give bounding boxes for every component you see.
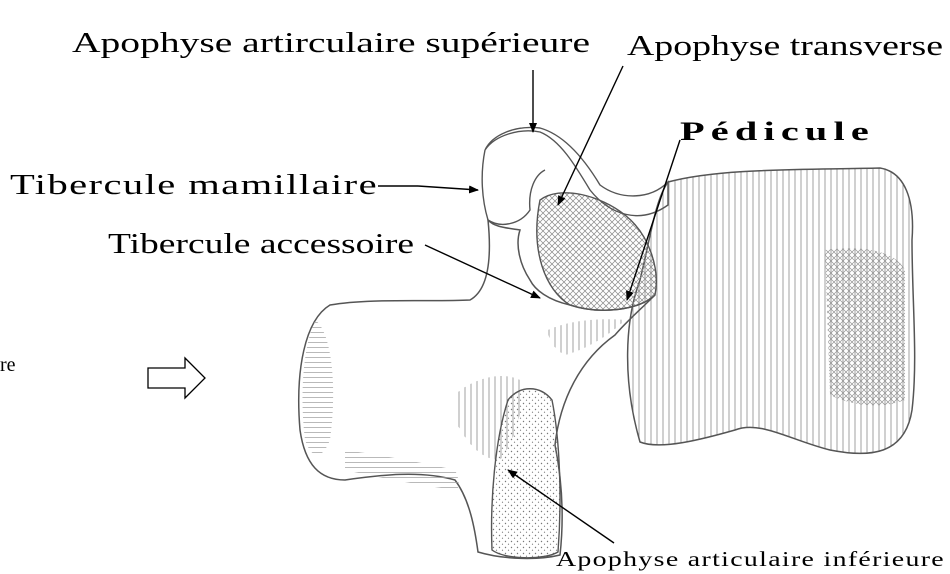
direction-arrow-icon [148, 358, 205, 398]
label-accessoire: Tibercule accessoire [108, 228, 414, 260]
label-pedicule: Pédicule [680, 117, 875, 146]
label-sup-articular: Apophyse artirculaire supérieure [72, 27, 590, 59]
leader-accessoire [425, 245, 540, 298]
label-transverse: Apophyse transverse [627, 31, 943, 62]
pedicle-region [537, 193, 656, 310]
leader-mamillaire [418, 186, 478, 190]
leader-transverse [558, 66, 623, 205]
vertebral-body [628, 168, 915, 453]
label-mamillaire: Tibercule mamillaire [10, 169, 378, 201]
label-inf-articular: Apophyse articulaire inférieure [556, 547, 945, 571]
label-left-fragment: re [0, 354, 16, 376]
